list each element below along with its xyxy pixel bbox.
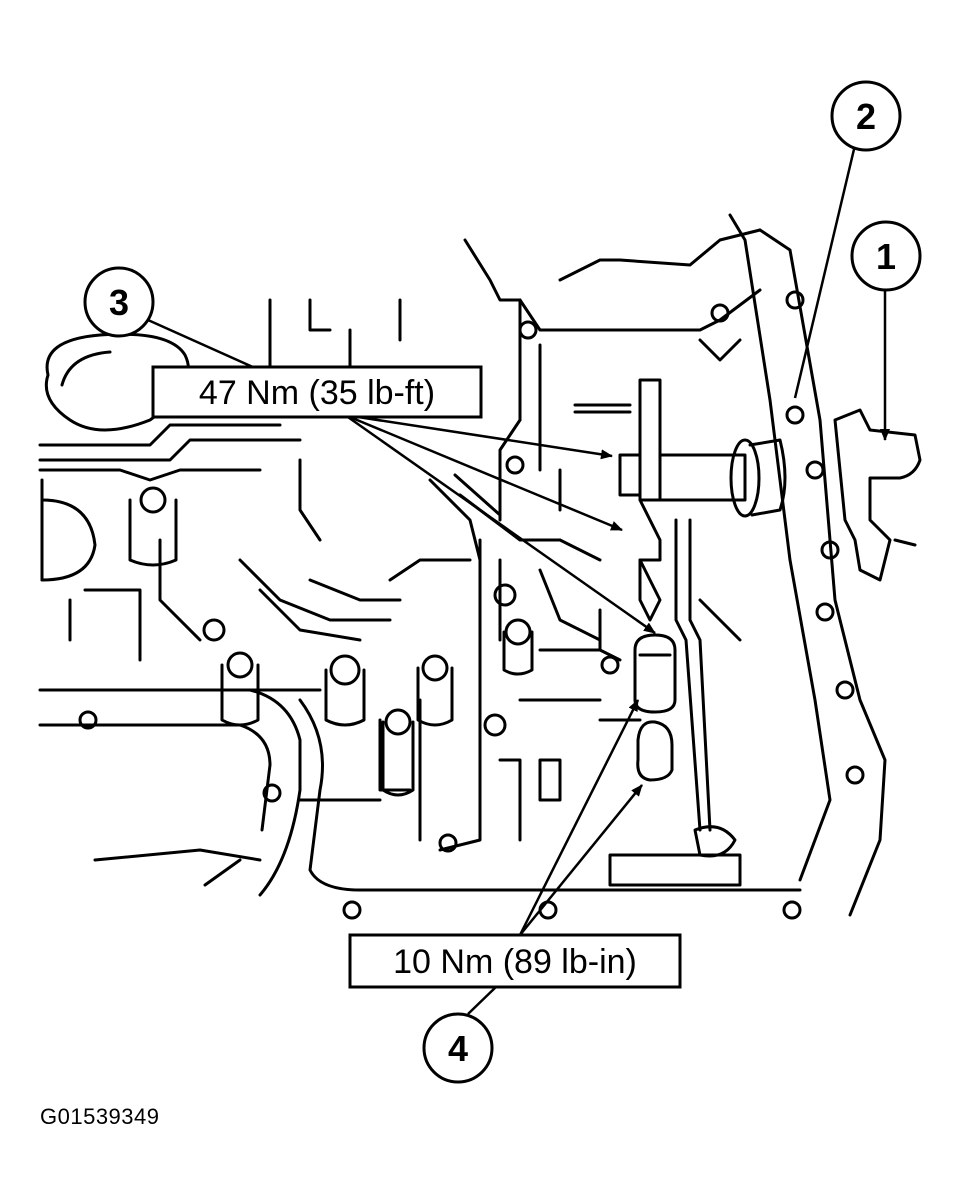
callout-2-number: 2 [856,96,876,137]
callout-3-number: 3 [109,282,129,323]
callout-4-number: 4 [448,1028,468,1069]
torque-label-lower-text: 10 Nm (89 lb-in) [393,943,637,981]
housing-outline [38,213,922,917]
leader-lines [147,144,890,1015]
torque-label-upper-text: 47 Nm (35 lb-ft) [199,374,435,412]
torque-label-lower: 10 Nm (89 lb-in) [348,933,682,989]
callout-4: 4 [422,1012,494,1084]
torque-label-upper: 47 Nm (35 lb-ft) [151,365,483,419]
callout-1-number: 1 [876,236,896,277]
case-bolt-holes [78,290,865,920]
figure-id: G01539349 [40,1104,160,1129]
callout-2: 2 [830,80,902,152]
callout-1: 1 [850,220,922,292]
callout-3: 3 [83,266,155,338]
